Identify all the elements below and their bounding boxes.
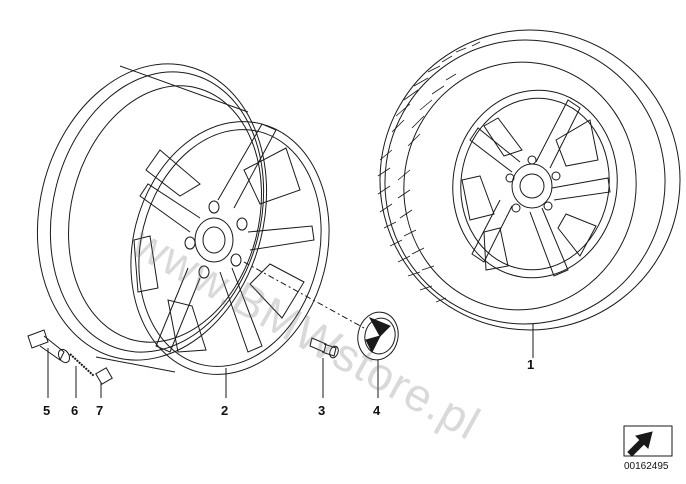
valve-cap-drawing bbox=[95, 367, 113, 385]
leader-lines bbox=[47, 324, 534, 398]
document-number: 00162495 bbox=[624, 461, 669, 472]
callout-1: 1 bbox=[527, 357, 535, 372]
valve-core-drawing bbox=[69, 353, 95, 377]
callout-6: 6 bbox=[71, 403, 79, 418]
callout-4: 4 bbox=[373, 403, 381, 418]
assembly-axis-line bbox=[243, 261, 365, 329]
tire-wheel-drawing bbox=[377, 29, 681, 331]
rim-drawing bbox=[36, 63, 330, 375]
callout-2: 2 bbox=[221, 403, 229, 418]
callout-5: 5 bbox=[43, 403, 51, 418]
callout-3: 3 bbox=[318, 403, 326, 418]
arrow-box-icon bbox=[623, 425, 673, 457]
valve-drawing bbox=[27, 329, 71, 364]
callout-7: 7 bbox=[96, 403, 104, 418]
wheel-bolt-drawing bbox=[309, 337, 339, 359]
hub-cap-drawing bbox=[357, 311, 399, 361]
